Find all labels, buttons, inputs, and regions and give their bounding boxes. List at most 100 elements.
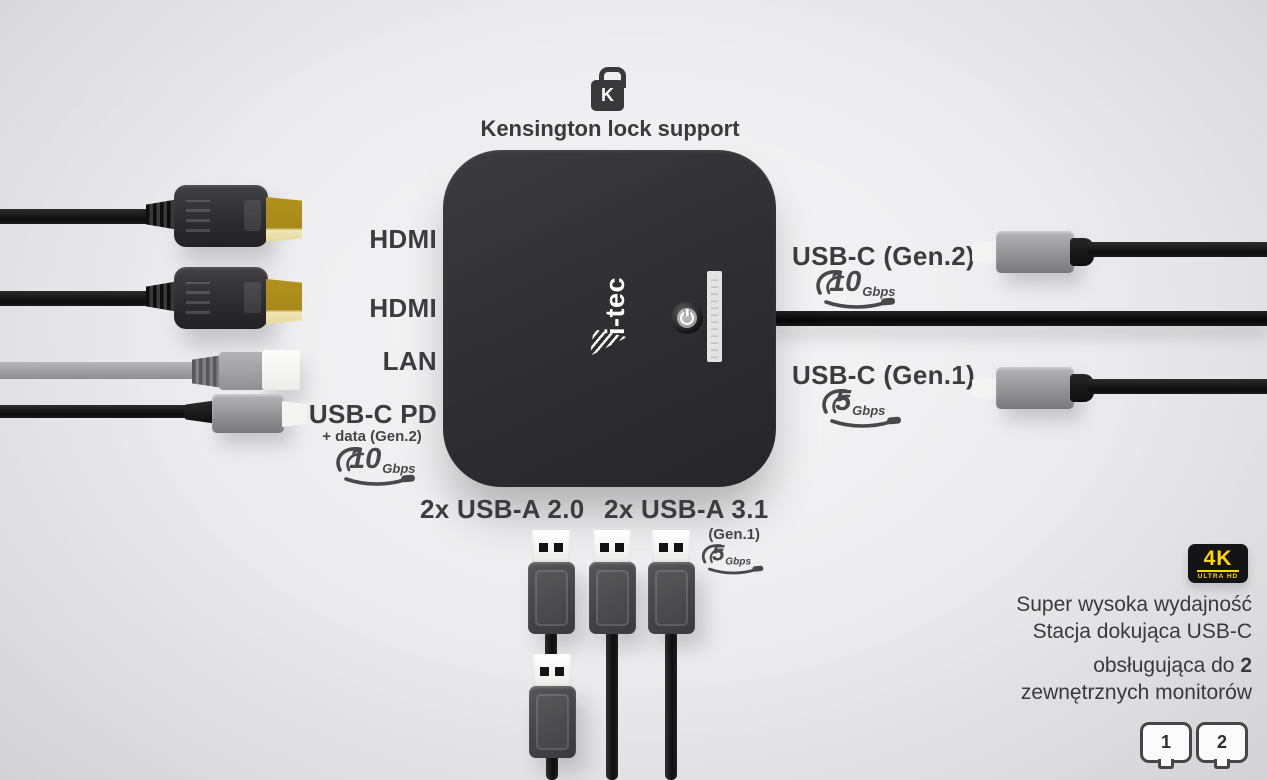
- spacer: [900, 645, 1252, 652]
- usba-cable-3: [665, 630, 677, 780]
- usba-pin-hole: [674, 543, 683, 552]
- usbc-gen1-connector: [996, 367, 1074, 409]
- lan-strain-relief: [192, 355, 223, 388]
- monitor-stand: [1214, 759, 1230, 769]
- port-label-usba-31: 2x USB-A 3.1: [604, 494, 769, 524]
- port-label-usba-20: 2x USB-A 2.0: [420, 494, 585, 524]
- hdmi-connector-plate: [244, 200, 261, 231]
- monitor-2-icon: 2: [1196, 722, 1248, 769]
- marketing-line-3-text: obsługująca do: [1093, 654, 1241, 677]
- monitor-2-number: 2: [1216, 732, 1227, 752]
- usba-pin-hole: [539, 543, 548, 552]
- usba-plug-tip: [532, 530, 570, 564]
- port-label-hdmi-2: HDMI: [369, 293, 437, 323]
- hdmi-connector-vents: [186, 282, 210, 314]
- hdmi-plug-gold-1: [266, 197, 302, 242]
- usba-pin-hole: [659, 543, 668, 552]
- usba-pin-hole: [555, 667, 564, 676]
- usba-body: [529, 686, 576, 758]
- kensington-lock-icon: K: [591, 80, 624, 111]
- speed-unit: Gbps: [862, 284, 896, 299]
- 4k-badge-title: 4K: [1203, 546, 1233, 570]
- usbc-pd-cable: [0, 405, 195, 418]
- monitor-1-icon: 1: [1140, 722, 1192, 769]
- hdmi-strain-relief-2: [146, 281, 179, 312]
- speed-unit: Gbps: [382, 461, 416, 476]
- usba-pin-hole: [540, 667, 549, 676]
- power-button-ring: [677, 308, 697, 328]
- power-button: [671, 302, 703, 334]
- device-label-strip: [707, 271, 722, 362]
- speed-unit: Gbps: [725, 555, 752, 567]
- usbc-gen2-cable: [1088, 242, 1267, 257]
- speed-swoosh-icon: [701, 544, 764, 575]
- hdmi-connector-2: [174, 267, 268, 329]
- monitor-stand: [1158, 759, 1174, 769]
- speed-swoosh-icon: [816, 270, 896, 309]
- kensington-lock-shackle-icon: [599, 67, 626, 88]
- hdmi-connector-1: [174, 185, 268, 247]
- hdmi-cable-2: [0, 291, 160, 306]
- usba-body: [648, 562, 695, 634]
- port-label-hdmi-1: HDMI: [369, 224, 437, 254]
- marketing-line-4: zewnętrznych monitorów: [1020, 681, 1252, 704]
- port-sublabel-usba-31: (Gen.1): [708, 526, 760, 543]
- speed-badge-usbc-pd: 10 Gbps: [330, 443, 434, 491]
- speed-swoosh-icon: [336, 447, 416, 486]
- port-sublabel-usbc-pd: + data (Gen.2): [322, 428, 422, 445]
- usba-body-panel: [596, 570, 629, 626]
- monitor-1-number: 1: [1160, 732, 1171, 752]
- usba-cable-2: [606, 630, 618, 780]
- lan-rj45-connector: [262, 350, 300, 390]
- hdmi-cable-1: [0, 209, 160, 224]
- usbc-gen1-plug-tip: [972, 377, 998, 400]
- marketing-line-1: Super wysoka wydajność: [1016, 593, 1252, 616]
- 4k-badge-divider: [1197, 569, 1239, 572]
- usba-plug-tip: [593, 530, 631, 564]
- host-usbc-cable: [770, 311, 1267, 326]
- port-label-lan: LAN: [382, 346, 437, 376]
- marketing-line-2: Stacja dokująca USB-C: [1032, 620, 1252, 643]
- usba-pin-hole: [615, 543, 624, 552]
- hdmi-plug-gold-2: [266, 279, 302, 324]
- speed-value: 10: [349, 443, 382, 475]
- lan-cable: [0, 362, 200, 379]
- speed-badge-usbc-gen2: 10 Gbps: [810, 266, 914, 314]
- usbc-gen1-cable: [1088, 379, 1267, 394]
- speed-value: 5: [835, 385, 852, 417]
- speed-value: 5: [711, 541, 725, 566]
- speed-unit: Gbps: [852, 403, 886, 418]
- usbc-pd-plug-tip: [282, 401, 307, 427]
- power-icon: [680, 311, 694, 325]
- 4k-ultra-hd-badge: 4K ULTRA HD: [1188, 544, 1248, 583]
- speed-value: 10: [829, 266, 862, 298]
- usba-plug-tip: [652, 530, 690, 564]
- usba-pin-hole: [554, 543, 563, 552]
- marketing-line-3-number: 2: [1240, 654, 1252, 677]
- usba-body-panel: [655, 570, 688, 626]
- usba-plug-tip: [533, 654, 571, 688]
- speed-swoosh-icon: [822, 389, 902, 428]
- port-label-usbc-gen1: USB-C (Gen.1): [792, 360, 976, 390]
- port-label-usbc-gen2: USB-C (Gen.2): [792, 241, 976, 271]
- speed-badge-usba-31: 5 Gbps: [697, 541, 778, 578]
- hdmi-connector-vents: [186, 200, 210, 232]
- port-label-usbc-pd: USB-C PD: [308, 399, 437, 429]
- 4k-badge-subtitle: ULTRA HD: [1197, 572, 1239, 580]
- lan-connector-housing: [219, 352, 265, 390]
- usbc-gen2-connector: [996, 231, 1074, 273]
- marketing-line-3: obsługująca do 2: [900, 652, 1252, 679]
- usbc-gen2-plug-tip: [972, 241, 998, 264]
- device-label-strip-text: [711, 275, 718, 358]
- usba-body: [589, 562, 636, 634]
- marketing-text: Super wysoka wydajność Stacja dokująca U…: [900, 591, 1252, 706]
- hdmi-connector-plate: [244, 282, 261, 313]
- kensington-lock-letter: K: [601, 85, 614, 105]
- usba-body-panel: [535, 570, 568, 626]
- speed-badge-usbc-gen1: 5 Gbps: [816, 385, 920, 433]
- usba-pin-hole: [600, 543, 609, 552]
- usba-cable-4: [546, 752, 558, 780]
- usba-body: [528, 562, 575, 634]
- usba-body-panel: [536, 694, 569, 750]
